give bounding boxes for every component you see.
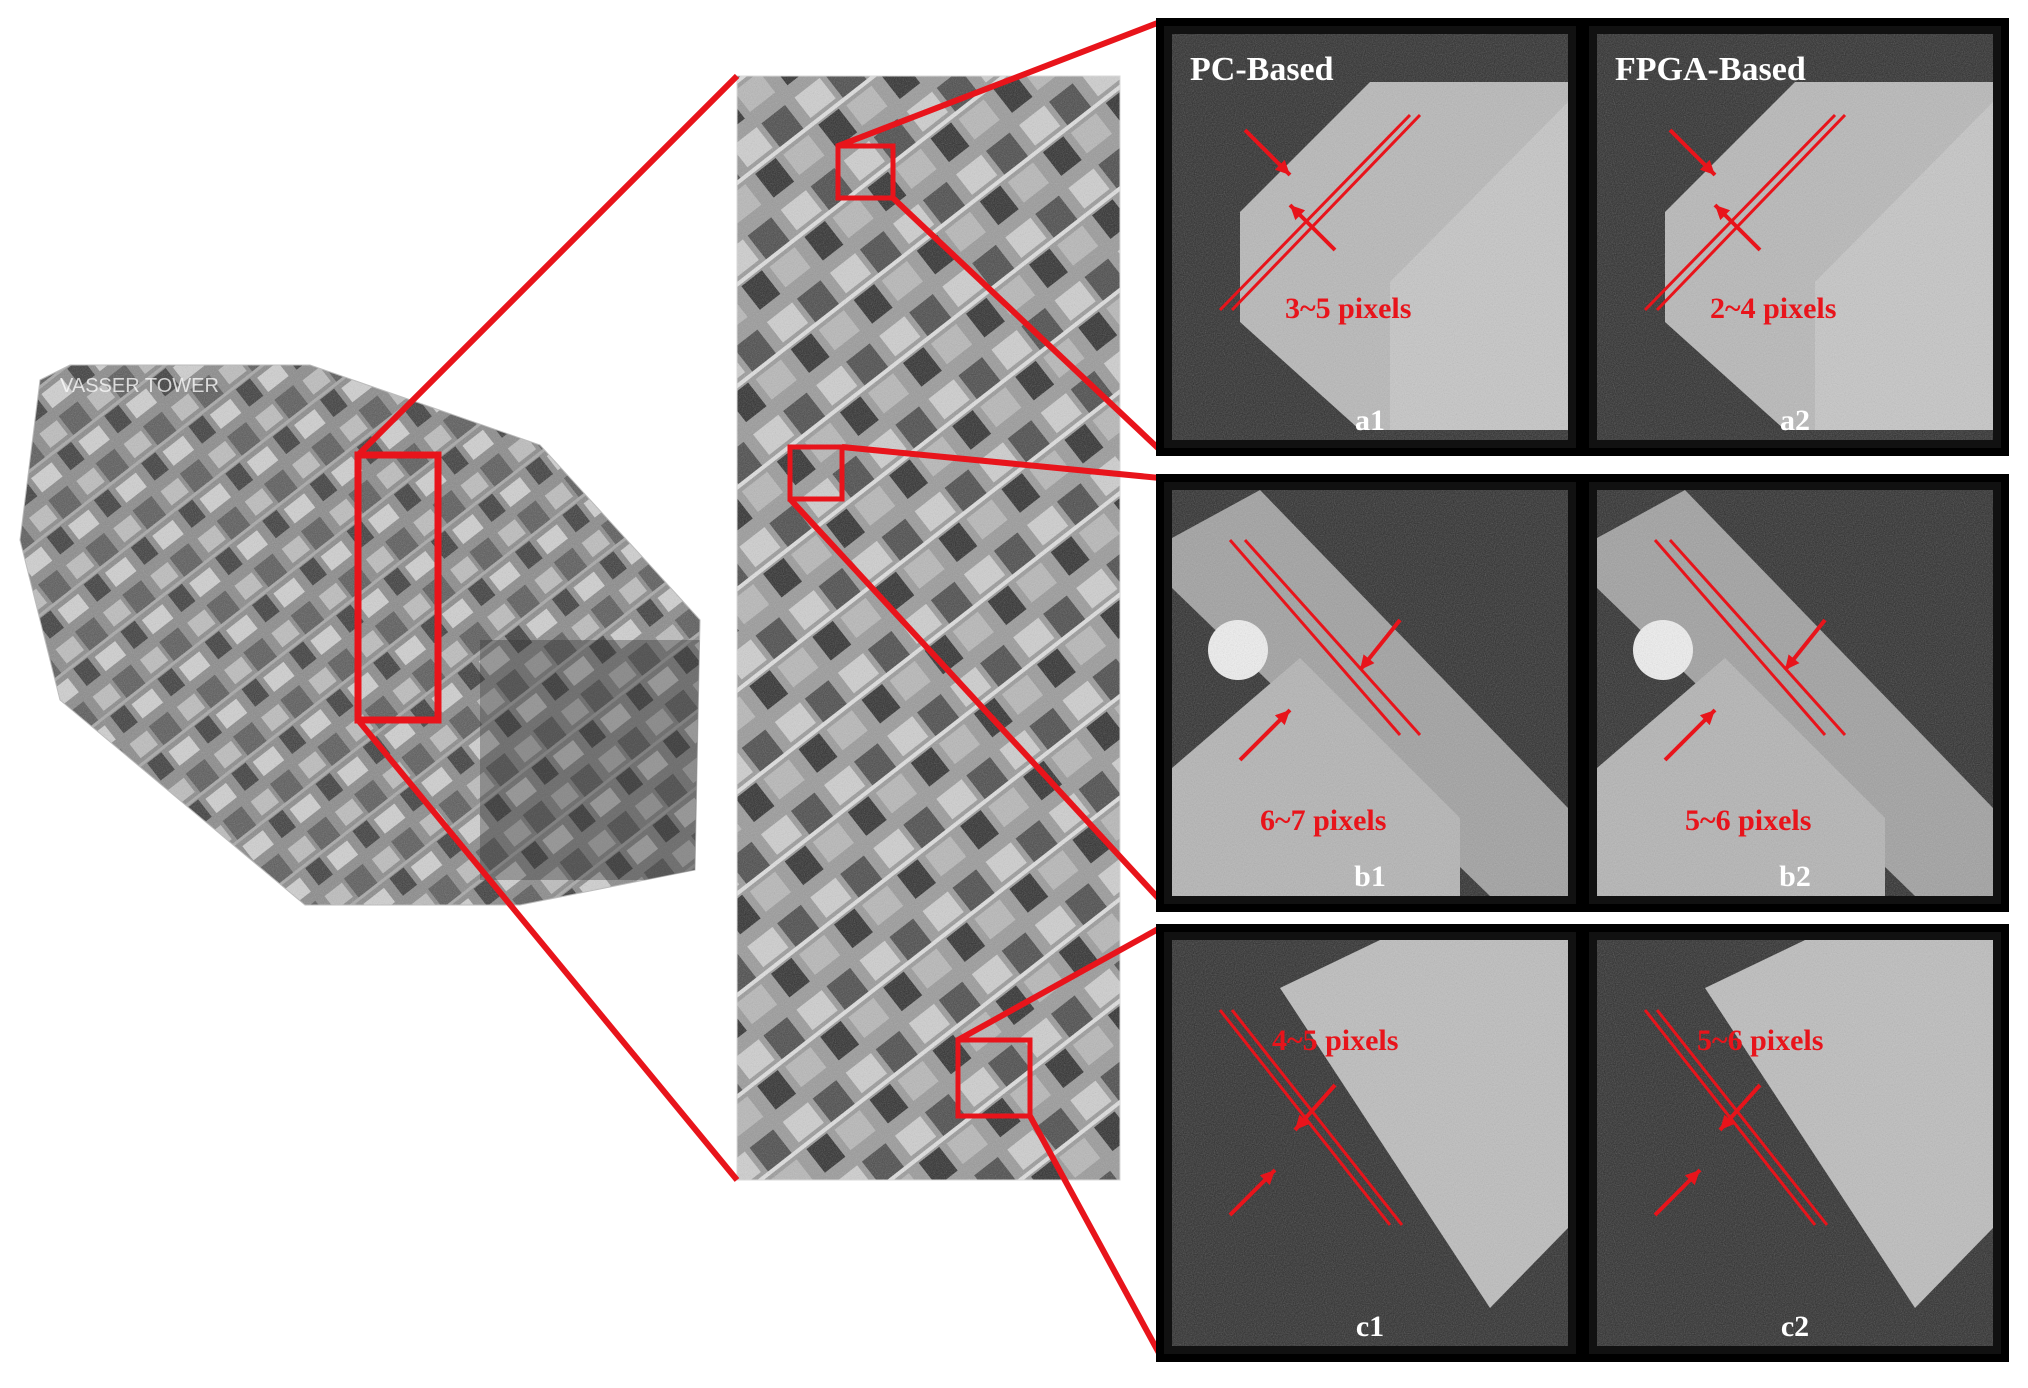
arrow-head-icon xyxy=(1274,159,1290,175)
overview-map: VASSER TOWER xyxy=(19,364,701,906)
panel-image-a1 xyxy=(1172,34,1568,440)
panel-label-b2: b2 xyxy=(1779,860,1811,893)
panel-b2: 5~6 pixels b2 xyxy=(1581,474,2009,912)
panel-image-a2 xyxy=(1597,34,1993,440)
strip-box-c xyxy=(955,1037,1033,1119)
arrow-head-icon xyxy=(1290,205,1306,221)
measure-line xyxy=(1243,538,1422,737)
middle-strip-image xyxy=(736,75,1121,1181)
arrow-head-icon xyxy=(1699,159,1715,175)
measure-line xyxy=(1655,1009,1829,1226)
panel-c2: 5~6 pixels c2 xyxy=(1581,924,2009,1362)
measure-line xyxy=(1668,538,1847,737)
panel-image-b2 xyxy=(1597,490,1993,896)
panel-image-c1 xyxy=(1172,940,1568,1346)
measure-line xyxy=(1643,113,1837,312)
measurement-label-a2: 2~4 pixels xyxy=(1710,292,1836,325)
panel-a2: 2~4 pixels a2 FPGA-Based xyxy=(1581,18,2009,456)
measure-line xyxy=(1653,539,1827,736)
column-title-fpga: FPGA-Based xyxy=(1615,51,1806,88)
detail-panels: 3~5 pixels a1 PC-Based 2~4 pixels a2 FPGA-Bas… xyxy=(1156,18,2009,1362)
measure-line xyxy=(1655,113,1847,312)
measurement-label-b2: 5~6 pixels xyxy=(1685,804,1811,837)
panel-label-a1: a1 xyxy=(1355,404,1385,437)
column-title-pc: PC-Based xyxy=(1190,51,1334,88)
arrow-head-icon xyxy=(1259,1170,1275,1186)
arrow-head-icon xyxy=(1684,1170,1700,1186)
panel-a1: 3~5 pixels a1 PC-Based xyxy=(1156,18,1584,456)
overview-highlight-box xyxy=(354,451,442,724)
arrow-head-icon xyxy=(1720,1114,1735,1130)
panel-image-c2 xyxy=(1597,940,1993,1346)
measure-line xyxy=(1218,113,1412,312)
measure-line xyxy=(1228,539,1402,736)
connector-lines xyxy=(355,19,1163,1357)
arrow-head-icon xyxy=(1295,1114,1310,1130)
panel-image-b1 xyxy=(1172,490,1568,896)
overview-overlay-text: VASSER TOWER xyxy=(60,375,219,397)
panel-b1: 6~7 pixels b1 xyxy=(1156,474,1584,912)
measurement-label-c2: 5~6 pixels xyxy=(1697,1024,1823,1057)
arrow-head-icon xyxy=(1274,710,1290,726)
measurement-label-c1: 4~5 pixels xyxy=(1272,1024,1398,1057)
panel-label-c2: c2 xyxy=(1781,1310,1809,1343)
measure-line xyxy=(1230,113,1422,312)
arrow-head-icon xyxy=(1715,205,1731,221)
strip-box-a xyxy=(835,143,896,201)
arrow-head-icon xyxy=(1699,710,1715,726)
panel-c1: 4~5 pixels c1 xyxy=(1156,924,1584,1362)
measure-line xyxy=(1230,1009,1404,1226)
arrow-head-icon xyxy=(1360,654,1375,670)
arrow-head-icon xyxy=(1785,654,1800,670)
panel-label-a2: a2 xyxy=(1780,404,1810,437)
panel-label-b1: b1 xyxy=(1354,860,1386,893)
measurement-label-a1: 3~5 pixels xyxy=(1285,292,1411,325)
panel-label-c1: c1 xyxy=(1356,1310,1384,1343)
measurement-label-b1: 6~7 pixels xyxy=(1260,804,1386,837)
strip-box-b xyxy=(787,444,845,502)
